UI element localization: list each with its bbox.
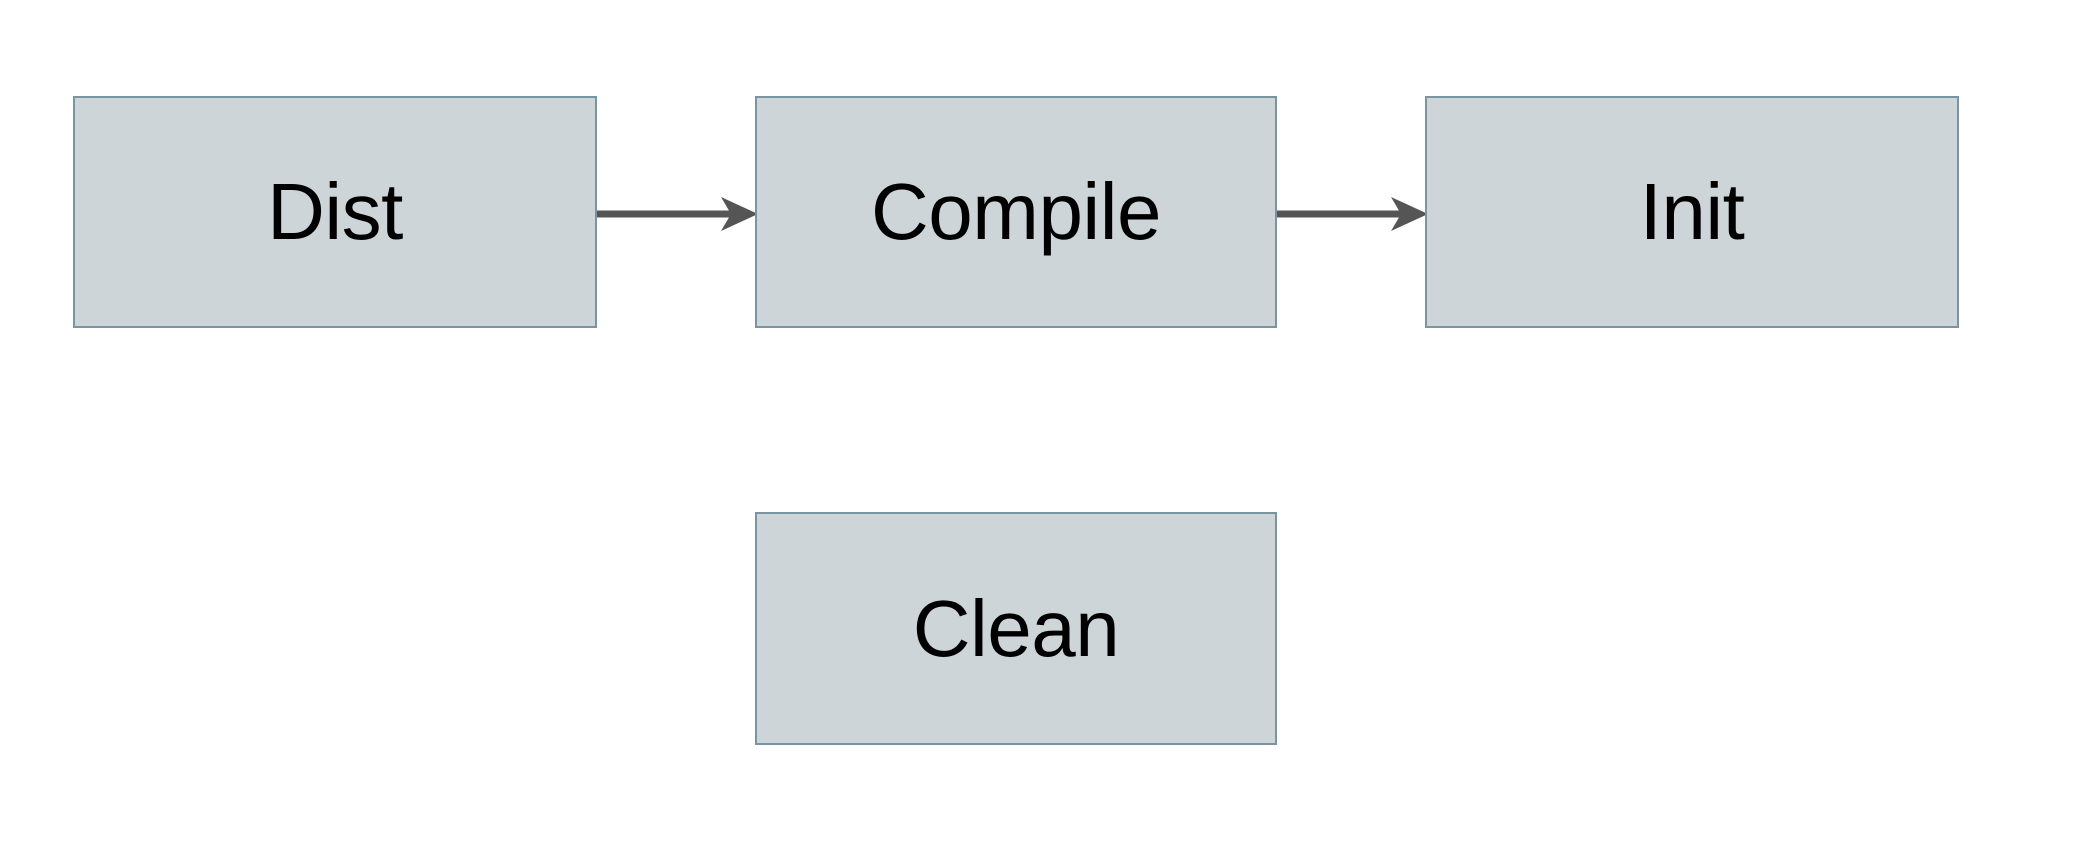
node-dist[interactable]: Dist bbox=[73, 96, 597, 328]
arrowhead-icon bbox=[721, 197, 758, 231]
edge-dist-to-compile[interactable] bbox=[595, 190, 760, 240]
node-init-label: Init bbox=[1639, 167, 1745, 256]
node-dist-label: Dist bbox=[267, 167, 403, 256]
node-clean[interactable]: Clean bbox=[755, 512, 1277, 745]
node-compile[interactable]: Compile bbox=[755, 96, 1277, 328]
arrowhead-icon bbox=[1391, 197, 1428, 231]
node-init[interactable]: Init bbox=[1425, 96, 1959, 328]
node-compile-label: Compile bbox=[871, 167, 1161, 256]
node-clean-label: Clean bbox=[912, 583, 1120, 673]
edge-compile-to-init[interactable] bbox=[1275, 190, 1430, 240]
